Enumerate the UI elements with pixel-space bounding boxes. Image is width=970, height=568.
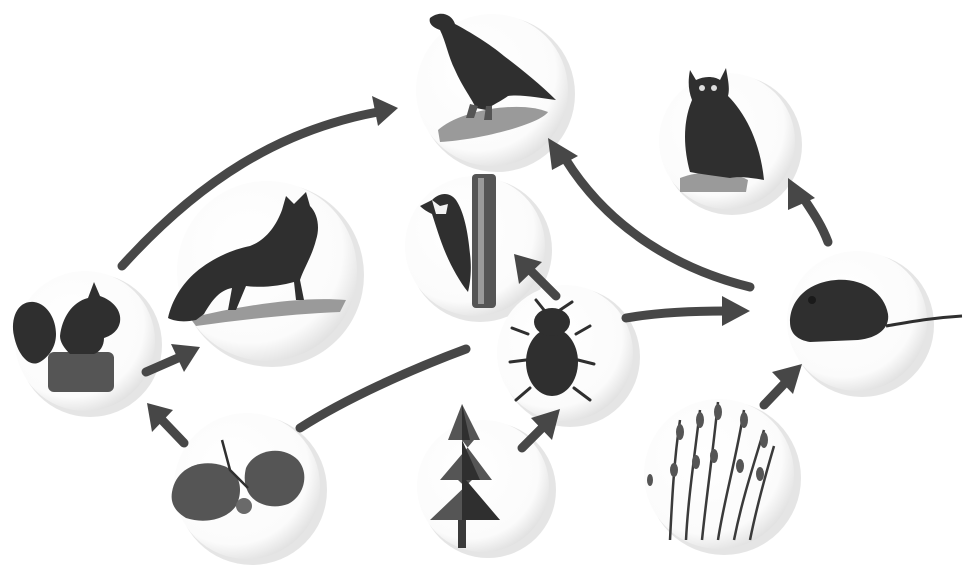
arrow-mouse-to-owl	[788, 178, 828, 242]
grass-node	[644, 399, 801, 555]
arrow-hazel-to-beetle	[300, 349, 466, 428]
arrow-hazel-to-squirrel	[147, 403, 184, 443]
arrow-grass-to-mouse	[764, 364, 802, 405]
arrow-beetle-to-mouse	[626, 296, 750, 326]
